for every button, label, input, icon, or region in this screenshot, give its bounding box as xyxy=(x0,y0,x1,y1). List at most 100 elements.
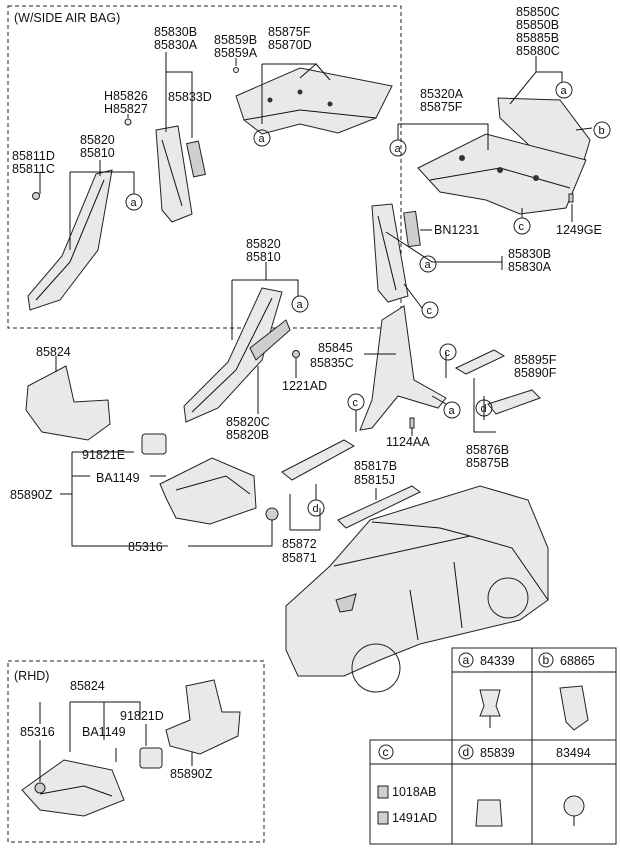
label-91821E: 91821E xyxy=(82,448,125,462)
side-air-bag-group-box xyxy=(7,5,402,329)
label-85320A: 85320A xyxy=(420,87,464,101)
legend-grid: a 84339 b 68865 c 1018AB 1491AD d 85839 xyxy=(369,647,617,845)
label-BA1149-rhd: BA1149 xyxy=(82,725,126,739)
label-85876B: 85876B xyxy=(466,443,509,457)
leader-lines xyxy=(39,52,593,782)
svg-text:d: d xyxy=(481,403,487,415)
label-85811C: 85811C xyxy=(12,162,55,176)
label-85830A-mid: 85830A xyxy=(508,260,552,274)
callout-d-1: d xyxy=(475,399,493,417)
label-1249GE: 1249GE xyxy=(556,223,602,237)
svg-text:d: d xyxy=(313,503,319,515)
grommet-85316 xyxy=(265,507,279,521)
label-85859A: 85859A xyxy=(214,46,258,60)
svg-text:b: b xyxy=(543,653,550,667)
clip-1221AD xyxy=(292,350,300,358)
label-85830A-top: 85830A xyxy=(154,38,198,52)
svg-text:a: a xyxy=(425,259,432,271)
label-85815J: 85815J xyxy=(354,473,395,487)
clip-68865-icon xyxy=(559,685,589,731)
label-85830B-top: 85830B xyxy=(154,25,197,39)
callout-a-1: a xyxy=(253,129,271,147)
svg-text:c: c xyxy=(519,221,525,233)
svg-text:a: a xyxy=(131,197,138,209)
label-BN1231: BN1231 xyxy=(434,223,479,237)
legend-c-part1: 1018AB xyxy=(392,785,436,799)
label-85870D: 85870D xyxy=(268,38,312,52)
rhd-title: (RHD) xyxy=(14,669,49,683)
label-85835C: 85835C xyxy=(310,356,354,370)
label-85859B: 85859B xyxy=(214,33,257,47)
screw-1124AA xyxy=(409,417,415,429)
label-85890Z-main: 85890Z xyxy=(10,488,53,502)
scuff-plate-rear-part xyxy=(454,349,506,375)
rhd-grommet-85316 xyxy=(34,782,46,794)
label-85824-main: 85824 xyxy=(36,345,71,359)
label-85871: 85871 xyxy=(282,551,317,565)
legend-e-part: 83494 xyxy=(556,746,591,760)
legend-b-part: 68865 xyxy=(560,654,595,668)
clip-85811 xyxy=(32,192,40,200)
callout-d-2: d xyxy=(307,499,325,517)
screw-1491AD-icon xyxy=(377,811,389,825)
label-85811D: 85811D xyxy=(12,149,55,163)
label-91821D: 91821D xyxy=(120,709,164,723)
label-85817B: 85817B xyxy=(354,459,397,473)
part-labels: 85830B 85830A 85859B 85859A 85875F 85870… xyxy=(10,5,602,781)
callout-a-6: a xyxy=(291,295,309,313)
label-H85826: H85826 xyxy=(104,89,148,103)
legend-e: 83494 xyxy=(556,746,591,826)
callout-a-3: a xyxy=(125,193,143,211)
label-85872: 85872 xyxy=(282,537,317,551)
svg-text:a: a xyxy=(259,133,266,145)
pillar-pad-85833D xyxy=(186,140,206,178)
headliner-main-part xyxy=(417,133,587,215)
label-85845: 85845 xyxy=(318,341,353,355)
label-85833D: 85833D xyxy=(168,90,212,104)
svg-text:b: b xyxy=(599,125,605,137)
legend-a-part: 84339 xyxy=(480,654,515,668)
center-pillar-trim-mid-part xyxy=(371,203,409,303)
side-air-bag-title: (W/SIDE AIR BAG) xyxy=(14,11,120,25)
label-85810-side: 85810 xyxy=(80,146,115,160)
vehicle-illustration xyxy=(285,485,549,693)
step-plate-85876B xyxy=(487,389,541,415)
rhd-cowl-side-trim-part xyxy=(165,679,241,755)
legend-d: d 85839 xyxy=(458,744,515,827)
callout-circles: a a b a a c a c a c c a d d xyxy=(125,81,611,517)
screw-1018AB-icon xyxy=(377,785,389,799)
scuff-plate-front-part xyxy=(281,439,356,481)
clip-83494-icon xyxy=(563,795,585,817)
label-1221AD: 1221AD xyxy=(282,379,327,393)
callout-c-4: c xyxy=(347,393,365,411)
label-85820C: 85820C xyxy=(226,415,270,429)
label-85895F: 85895F xyxy=(514,353,557,367)
cowl-side-trim-part xyxy=(25,365,111,441)
label-85316-rhd: 85316 xyxy=(20,725,55,739)
rhd-connector-91821D xyxy=(139,747,163,769)
label-85820-mid: 85820 xyxy=(246,237,281,251)
callout-b-1: b xyxy=(593,121,611,139)
label-85875F-mid: 85875F xyxy=(420,100,463,114)
label-85875B: 85875B xyxy=(466,456,509,470)
cowl-cover-part xyxy=(159,457,257,525)
label-85885B: 85885B xyxy=(516,31,559,45)
svg-text:a: a xyxy=(297,299,304,311)
label-85890Z-rhd: 85890Z xyxy=(170,767,213,781)
label-85850B: 85850B xyxy=(516,18,559,32)
label-BA1149-main: BA1149 xyxy=(96,471,140,485)
svg-text:c: c xyxy=(383,745,389,759)
label-85850C: 85850C xyxy=(516,5,560,19)
label-85875F-top: 85875F xyxy=(268,25,311,39)
headliner-upper-part xyxy=(235,67,393,135)
label-85830B-mid: 85830B xyxy=(508,247,551,261)
svg-text:a: a xyxy=(463,653,470,667)
front-pillar-trim-mid-part xyxy=(183,287,283,423)
label-85820B: 85820B xyxy=(226,428,269,442)
legend-c: c 1018AB 1491AD xyxy=(377,744,437,825)
svg-text:a: a xyxy=(449,405,456,417)
legend-c-part2: 1491AD xyxy=(392,811,437,825)
connector-91821E xyxy=(141,433,167,455)
label-1124AA: 1124AA xyxy=(386,435,430,449)
